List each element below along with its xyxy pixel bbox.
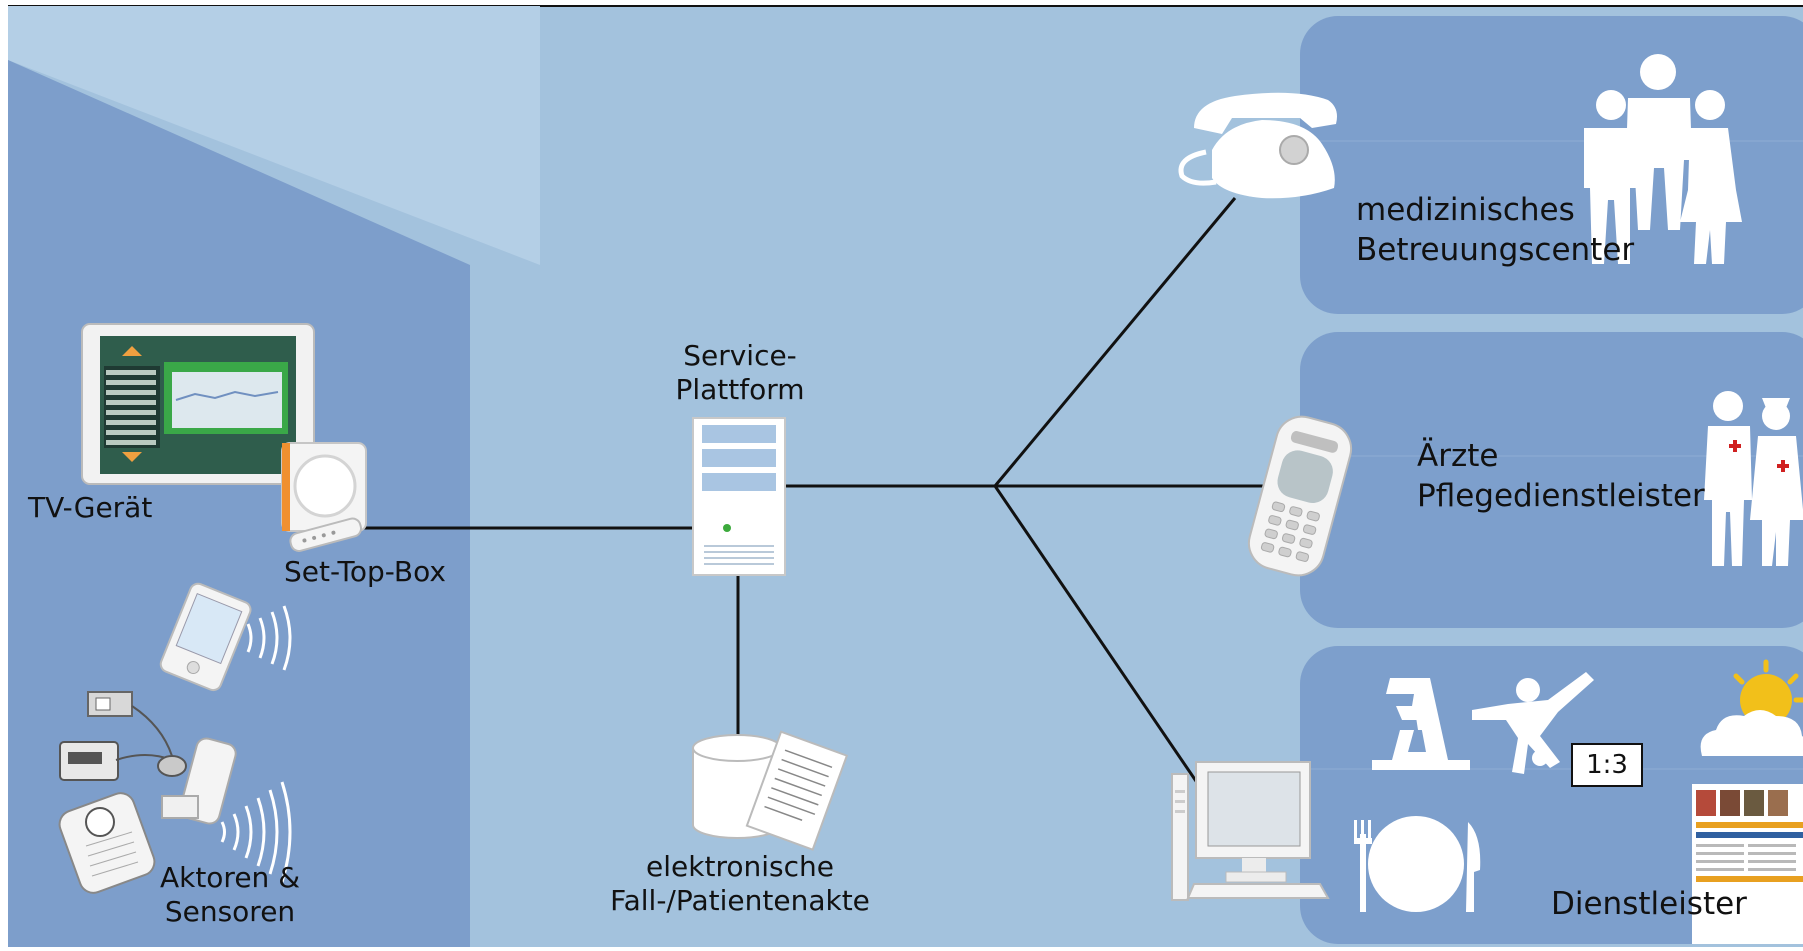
telephone-icon [1178,92,1337,199]
blood-pressure-icon [59,691,187,781]
document-icon [745,730,849,851]
doctor-nurse-icon [1704,391,1803,566]
newspaper-icon [1692,784,1803,944]
panel-doctors [1300,332,1803,628]
record-label-line2: Fall-/Patientenakte [610,884,870,917]
computer-icon [1171,761,1330,901]
pharmacy-icon [1372,678,1470,770]
connection-lines [360,197,1268,785]
platform-label-line1: Service- [683,339,797,372]
house [8,60,470,947]
server-icon [692,417,786,576]
record-label-line1: elektronische [646,850,834,883]
care-center-label-line1: medizinisches [1356,192,1575,228]
pda-icon [159,582,292,692]
line-hub-phone [993,197,1237,487]
soccer-player-icon [1472,672,1594,774]
tv-label: TV-Gerät [28,491,153,524]
house-roof-light [8,6,540,265]
tv-icon [81,323,315,485]
sensors-label-line2: Sensoren [164,895,296,928]
plate-cutlery-icon [1354,816,1481,912]
platform-label-line2: Plattform [675,373,805,406]
score-badge: 1:3 [1571,743,1643,787]
inhaler-icon [161,737,292,883]
care-center-label-line2: Betreuungscenter [1356,232,1635,268]
sensors-label-line1: Aktoren & [159,861,301,894]
doctors-label-line1: Ärzte [1417,438,1499,474]
providers-label: Dienstleister [1551,886,1747,922]
set-top-box-icon [281,442,367,552]
line-hub-computer [993,485,1200,785]
panel-care-center [1300,16,1803,314]
mobile-phone-icon [1247,415,1353,577]
family-icon [1584,54,1742,264]
set-top-box-label: Set-Top-Box [284,555,446,588]
doctors-label-line2: Pflegedienstleister [1417,478,1705,514]
scale-icon [58,792,156,894]
